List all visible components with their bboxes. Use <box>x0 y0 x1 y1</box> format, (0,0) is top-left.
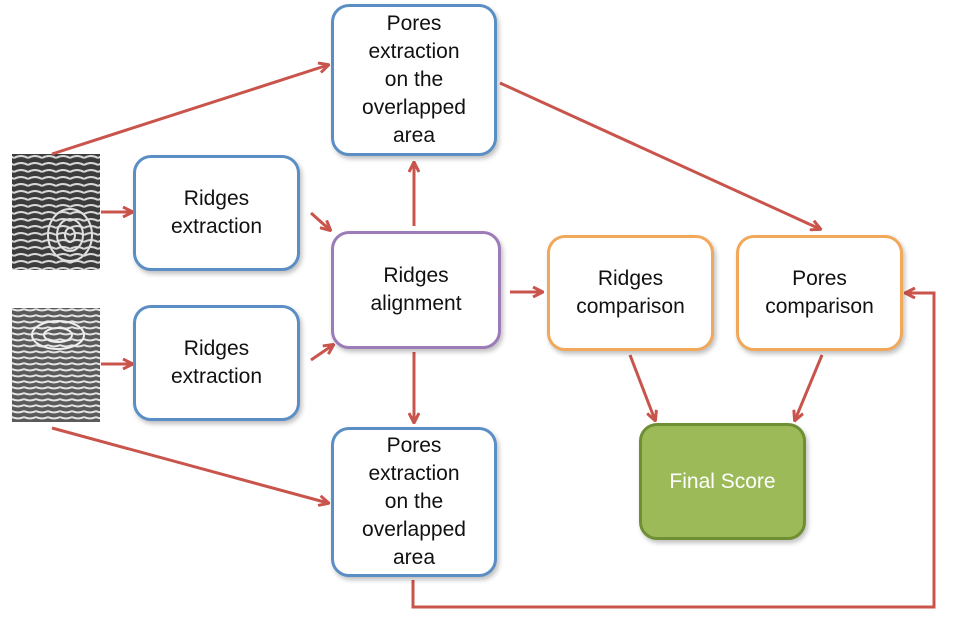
node-final-score: Final Score <box>639 423 806 540</box>
node-ridges-alignment: Ridges alignment <box>331 231 501 349</box>
node-pores-extraction-bottom: Pores extraction on the overlapped area <box>331 427 497 577</box>
arrow-pores-comparison-to-final-score <box>795 354 824 420</box>
node-ridges-extraction-2: Ridges extraction <box>133 305 300 421</box>
arrow-ridges-comparison-to-final-score <box>628 354 655 420</box>
node-pores-extraction-top: Pores extraction on the overlapped area <box>331 4 497 156</box>
arrow-fp1-to-pores-top <box>51 65 328 156</box>
fingerprint-image-1 <box>12 154 100 270</box>
arrow-pores-bottom-to-pores-comparison <box>411 293 936 609</box>
arrow-fp2-to-pores-bottom <box>51 426 328 503</box>
node-pores-comparison: Pores comparison <box>736 235 903 351</box>
arrow-re1-to-alignment <box>309 211 330 230</box>
fingerprint-image-2 <box>12 308 100 422</box>
arrow-pores-top-to-pores-comparison <box>499 81 820 229</box>
node-ridges-extraction-1: Ridges extraction <box>133 155 300 271</box>
node-ridges-comparison: Ridges comparison <box>547 235 714 351</box>
arrow-re2-to-alignment <box>310 345 333 362</box>
